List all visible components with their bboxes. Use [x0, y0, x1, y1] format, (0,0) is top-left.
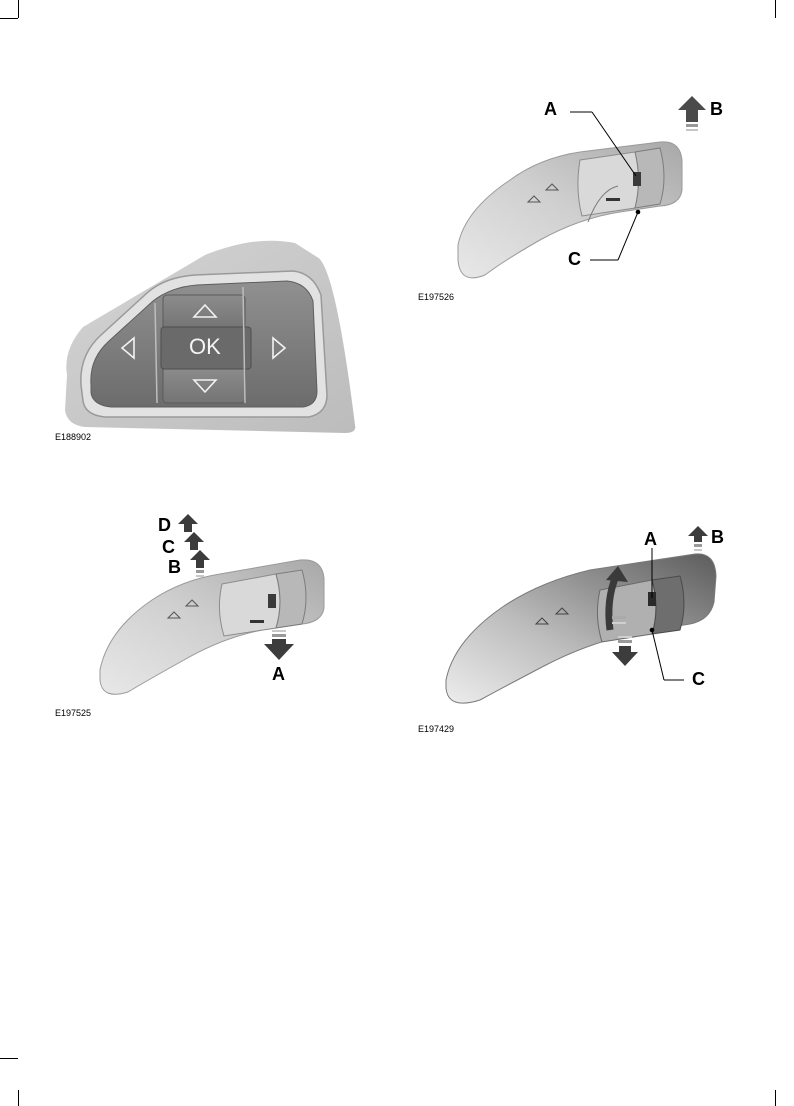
push-up-arrow-icon [678, 96, 706, 131]
callout-b: B [710, 100, 723, 118]
wiper-stalk-figure-1: A B C [430, 90, 730, 290]
arrow-down-icon [612, 636, 638, 666]
arrow-a-icon [264, 630, 294, 660]
callout-b: B [168, 558, 181, 576]
callout-a: A [644, 530, 657, 548]
arrow-c-icon [184, 532, 204, 550]
steering-buttons-figure: OK [55, 235, 365, 435]
crop-mark-bottom-left-horizontal [0, 1058, 18, 1059]
figure-code-steering-buttons: E188902 [55, 432, 91, 442]
crop-mark-top-right-vertical [775, 0, 776, 18]
callout-c: C [568, 250, 581, 268]
figure-code-wiper-stalk-2: E197525 [55, 708, 91, 718]
wiper-stalk-figure-2: D C B A [90, 510, 350, 705]
crop-mark-bottom-right-vertical [775, 1090, 776, 1106]
crop-mark-top-left-vertical [18, 0, 19, 18]
arrow-up-icon [688, 526, 708, 551]
callout-a: A [544, 100, 557, 118]
callout-c: C [162, 538, 175, 556]
wiper-stalk-figure-3: A B C [440, 520, 740, 715]
crop-mark-bottom-left-vertical [18, 1090, 19, 1106]
arrow-b-icon [190, 550, 210, 577]
callout-b: B [711, 528, 724, 546]
wiper-stalk-illustration-2 [90, 510, 350, 705]
ok-button-label: OK [189, 334, 221, 360]
callout-c: C [692, 670, 705, 688]
arrow-d-icon [178, 514, 198, 532]
figure-code-wiper-stalk-1: E197526 [418, 292, 454, 302]
callout-a: A [272, 665, 285, 683]
callout-d: D [158, 516, 171, 534]
figure-code-wiper-stalk-3: E197429 [418, 724, 454, 734]
crop-mark-top-left-horizontal [0, 18, 18, 19]
